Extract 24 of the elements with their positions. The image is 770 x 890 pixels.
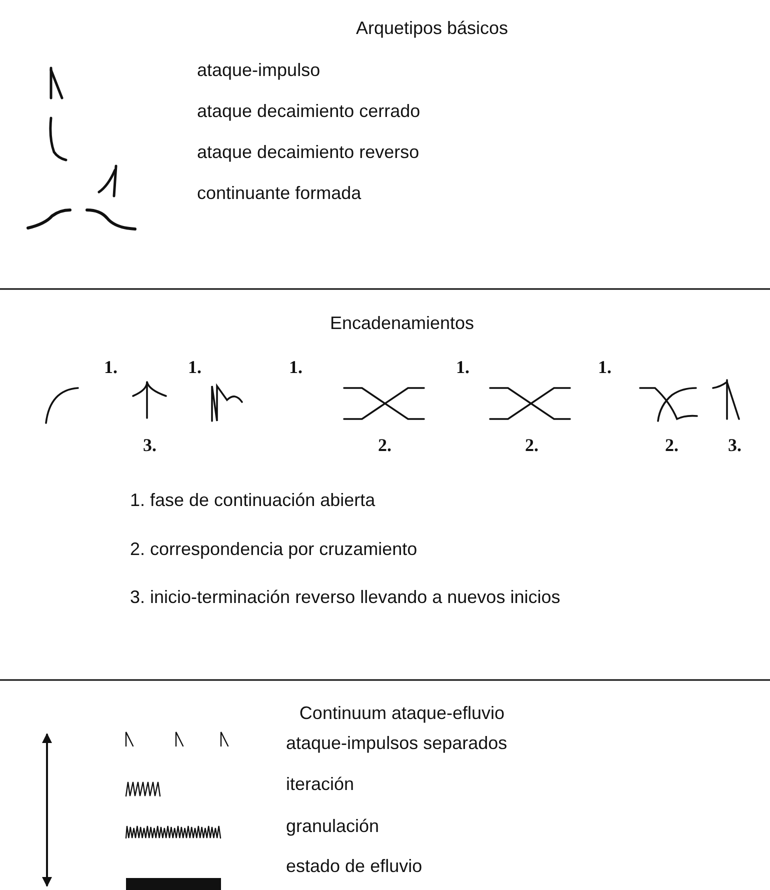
item-label: ataque-impulso: [197, 59, 320, 81]
item-label: ataque decaimiento cerrado: [197, 100, 420, 122]
section-heading: Encadenamientos: [330, 312, 474, 334]
callout-number: 1.: [456, 356, 470, 378]
callout-number: 2.: [665, 434, 678, 456]
item-label: ataque decaimiento reverso: [197, 141, 420, 163]
callout-number: 2.: [525, 434, 538, 456]
item-label: iteración: [286, 773, 354, 795]
section-heading: Arquetipos básicos: [356, 17, 508, 39]
item-label: 1. fase de continuación abierta: [130, 489, 376, 511]
callout-number: 1.: [104, 356, 118, 378]
callout-number: 1.: [188, 356, 202, 378]
callout-number: 1.: [289, 356, 302, 378]
callout-number: 1.: [598, 356, 612, 378]
item-label: 2. correspondencia por cruzamiento: [130, 538, 418, 560]
item-label: granulación: [286, 815, 380, 837]
item-label: 3. inicio-terminación reverso llevando a nuevos inicios: [130, 586, 560, 608]
item-label: ataque-impulsos separados: [286, 732, 508, 754]
callout-number: 3.: [143, 434, 156, 456]
section-heading: Continuum ataque-efluvio: [299, 702, 505, 724]
callout-number: 2.: [378, 434, 392, 456]
item-label: estado de efluvio: [286, 855, 422, 877]
callout-number: 3.: [728, 434, 742, 456]
item-label: continuante formada: [197, 182, 362, 204]
